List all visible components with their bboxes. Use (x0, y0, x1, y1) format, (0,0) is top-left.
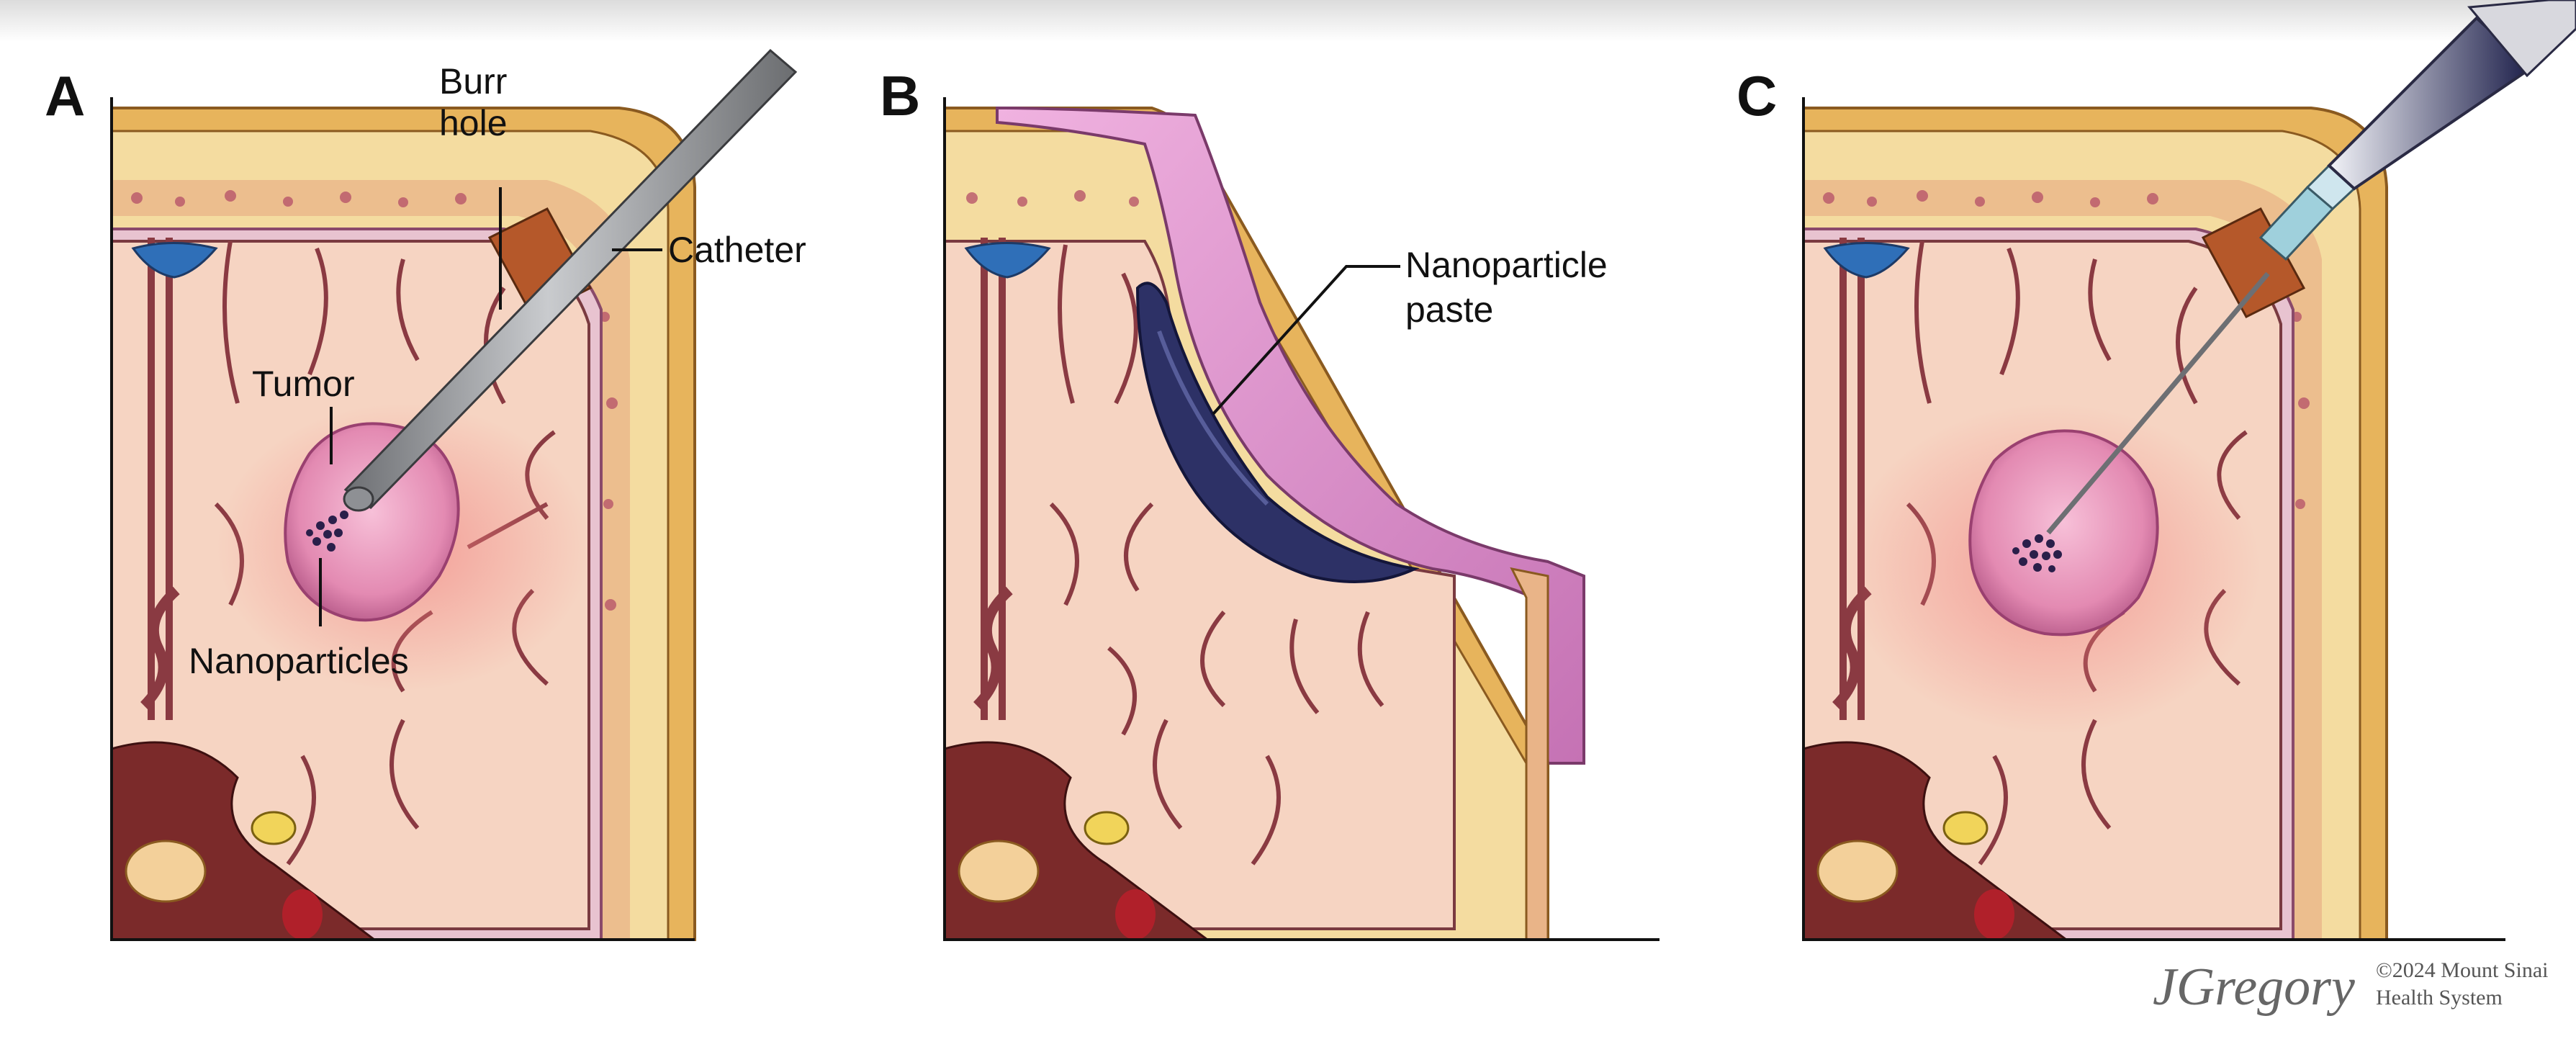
panel-c: C (1737, 0, 2576, 941)
artist-signature: JGregory (2153, 958, 2355, 1017)
panel-letter-a: A (45, 64, 85, 127)
retracted-flap (996, 106, 1585, 765)
panel-a: A Burr hole Catheter Tumor Nanoparticles (45, 48, 806, 941)
label-catheter: Catheter (668, 230, 806, 270)
label-burr: Burr (439, 61, 507, 102)
label-tumor: Tumor (252, 364, 355, 404)
copyright-line-1: ©2024 Mount Sinai (2376, 958, 2548, 982)
panel-b: B Nanoparticle paste (880, 64, 1659, 941)
label-nanoparticle: Nanoparticle (1405, 245, 1608, 285)
top-bar (0, 0, 2576, 42)
nanoparticle-paste (1135, 282, 1420, 583)
label-hole: hole (439, 103, 508, 143)
copyright-line-2: Health System (2376, 986, 2503, 1009)
label-paste: paste (1405, 289, 1493, 330)
nanoparticles-cluster (2012, 534, 2062, 572)
ventricle (964, 242, 1051, 279)
tumor (1968, 429, 2159, 637)
catheter (343, 48, 798, 509)
burr-hole (2201, 207, 2306, 318)
panel-letter-b: B (880, 64, 920, 127)
tumor (284, 422, 460, 622)
panel-letter-c: C (1737, 64, 1777, 127)
needle (2046, 271, 2270, 535)
nanoparticles-cluster (306, 510, 348, 552)
ventricle (131, 242, 218, 279)
label-nanoparticles: Nanoparticles (189, 641, 409, 681)
ventricle (1823, 242, 1910, 279)
credit: JGregory ©2024 Mount Sinai Health System (2153, 958, 2548, 1017)
